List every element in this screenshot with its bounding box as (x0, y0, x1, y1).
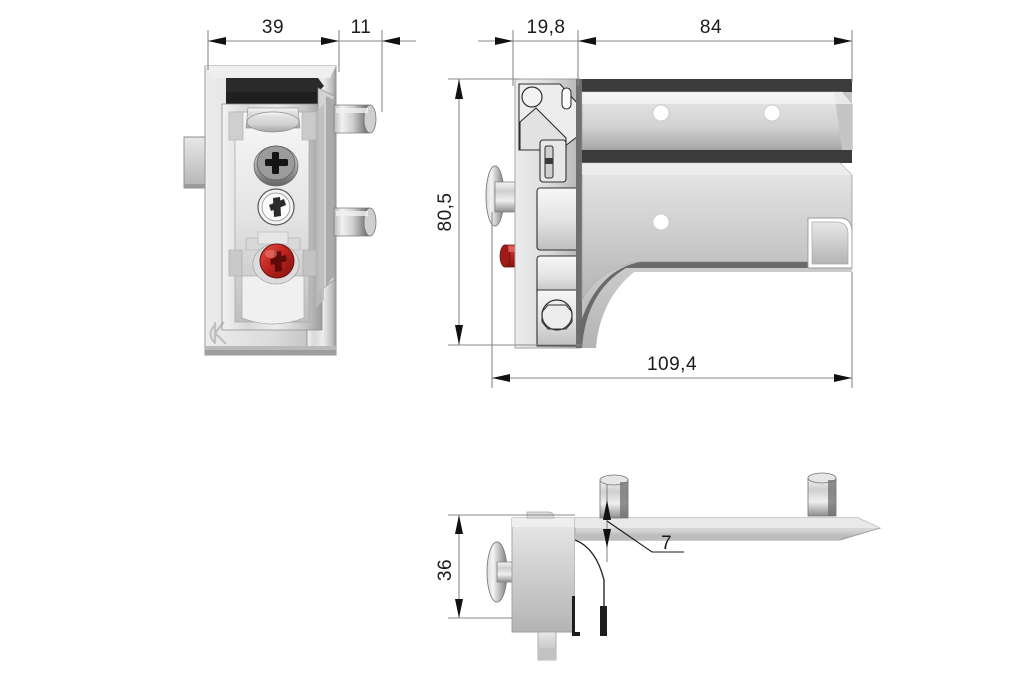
dimension-84: 84 (578, 17, 853, 82)
side-view (485, 78, 853, 349)
mounting-hole (652, 104, 670, 122)
mounting-hole (652, 213, 670, 231)
dimension-label-11: 11 (351, 17, 372, 38)
bottom-long-arm (574, 517, 882, 636)
dimension-19-8: 19,8 (478, 17, 579, 86)
dimension-label-84: 84 (700, 17, 722, 38)
dimension-label-7: 7 (661, 533, 672, 554)
bottom-body-block (511, 511, 580, 661)
expanding-dowel-lower (333, 207, 377, 237)
dimension-label-109-4: 109,4 (647, 354, 697, 375)
bottom-view (486, 472, 882, 661)
dimension-109-4: 109,4 (491, 212, 853, 388)
front-view (183, 65, 377, 356)
side-hinge-arm (514, 78, 582, 349)
dimension-label-19-8: 19,8 (527, 17, 566, 38)
dimension-label-39: 39 (262, 17, 284, 38)
dimension-36: 36 (435, 514, 575, 619)
front-right-profile (316, 87, 335, 308)
bottom-dowel-near (599, 474, 629, 519)
bottom-dowel-far (807, 472, 837, 517)
dimension-11: 11 (339, 17, 416, 112)
front-side-tab (183, 136, 207, 189)
dimension-80-5: 80,5 (435, 78, 582, 346)
dimension-label-80-5: 80,5 (435, 193, 456, 232)
side-rail-plate (578, 79, 853, 348)
cross-head-adjustment-screw (253, 145, 299, 187)
dimension-7: 7 (603, 484, 684, 562)
dimension-39: 39 (207, 17, 340, 72)
expanding-dowel-upper (333, 104, 377, 134)
mounting-hole (763, 104, 781, 122)
dimension-label-36: 36 (435, 559, 456, 581)
manufacturer-emboss-logo (209, 321, 227, 345)
cross-head-depth-screw (257, 188, 295, 226)
red-eccentric-cam (252, 243, 300, 285)
